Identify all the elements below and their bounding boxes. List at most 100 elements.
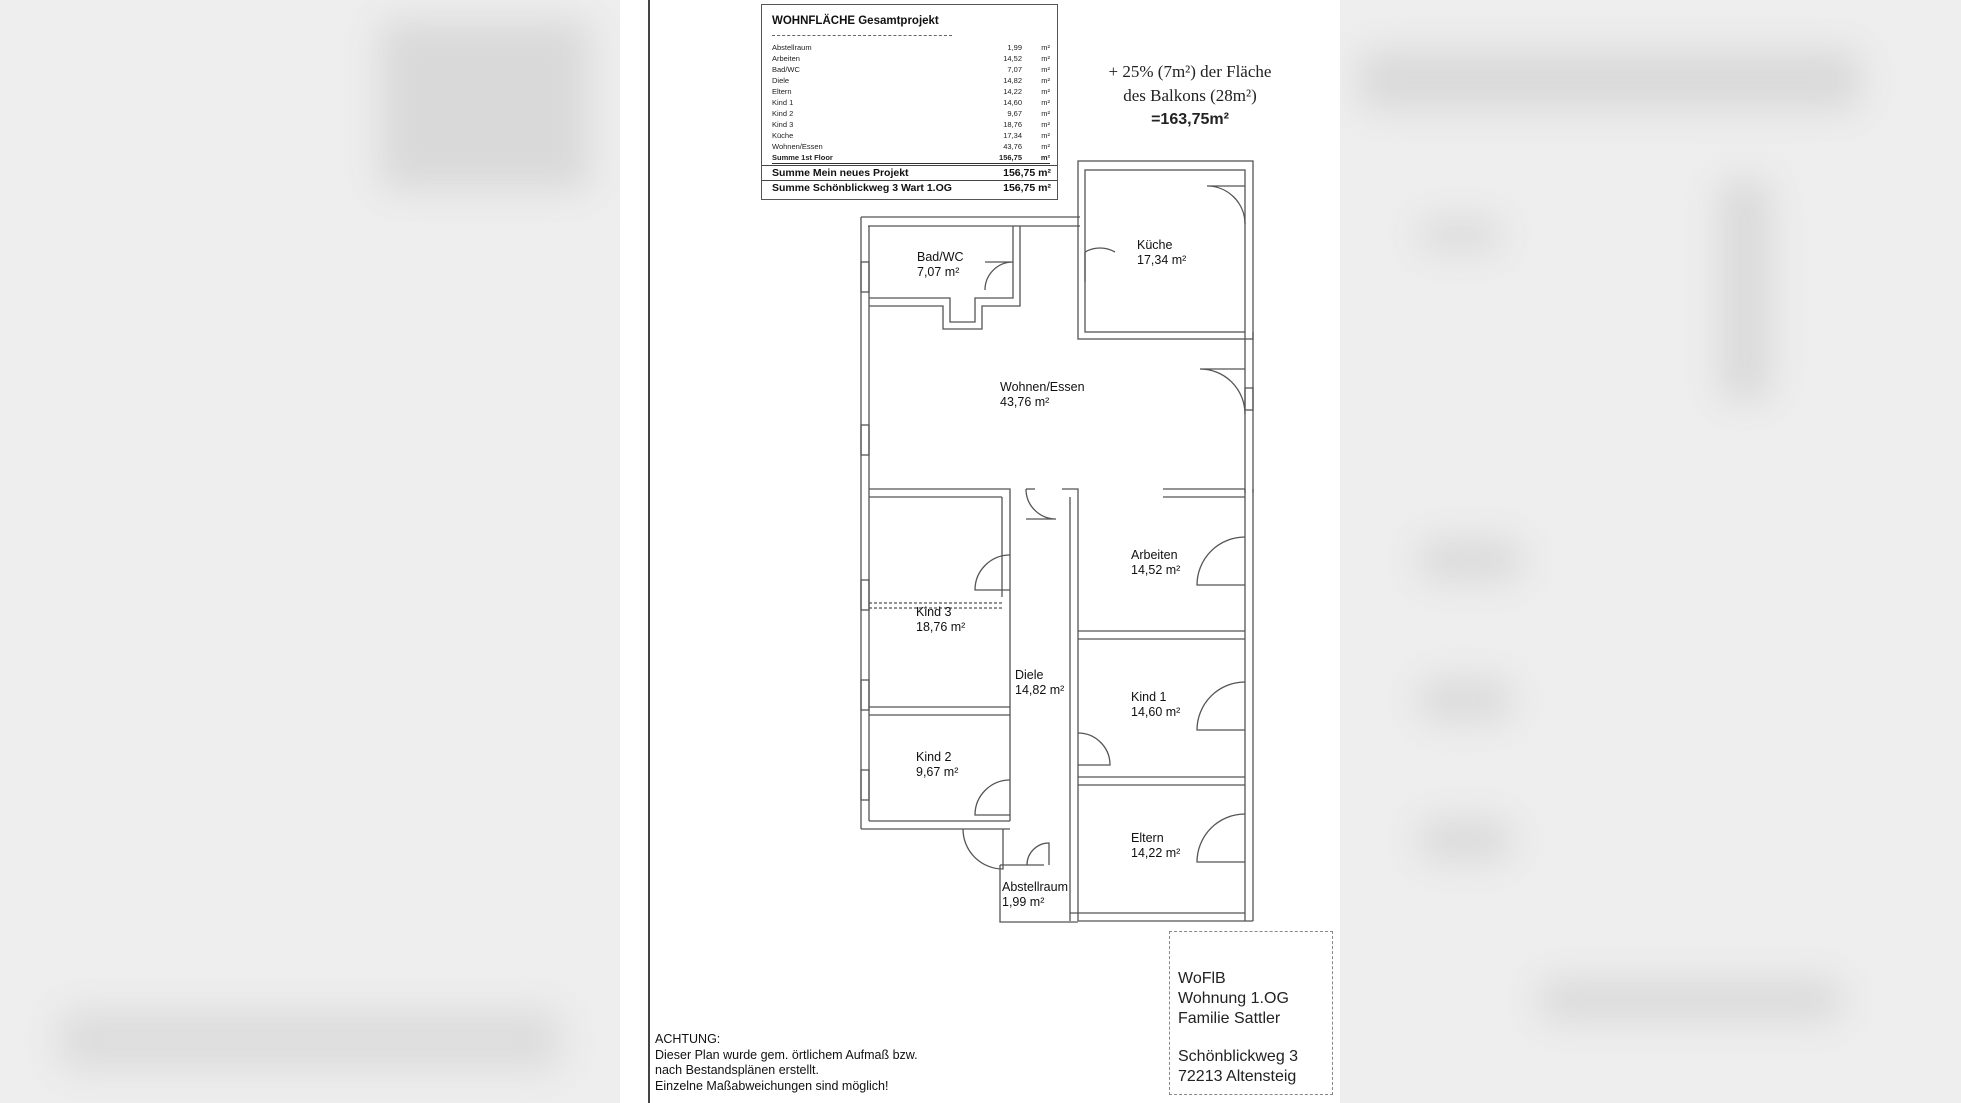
- table-row: Wohnen/Essen 43,76 m²: [772, 141, 1050, 152]
- balcony-note: + 25% (7m²) der Fläche des Balkons (28m²…: [1060, 60, 1320, 132]
- row-unit: m²: [1041, 76, 1050, 85]
- room-area: 18,76 m²: [916, 620, 966, 634]
- row-name: Summe 1st Floor: [772, 153, 833, 162]
- room-name: Kind 2: [916, 750, 952, 764]
- room-area: 14,22 m²: [1131, 846, 1181, 860]
- balcony-note-line1: + 25% (7m²) der Fläche: [1108, 62, 1272, 81]
- row-name: Bad/WC: [772, 65, 800, 74]
- door-diele-top: [1025, 488, 1057, 520]
- row-value: 14,60: [1003, 98, 1022, 107]
- room-name: Arbeiten: [1131, 548, 1178, 562]
- row-name: Kind 1: [772, 98, 794, 107]
- title-block: WoFlB Wohnung 1.OG Familie Sattler Schön…: [1169, 931, 1333, 1095]
- row-unit: m²: [1041, 87, 1050, 96]
- row-value: 7,07: [1007, 65, 1022, 74]
- row-unit: m²: [1041, 65, 1050, 74]
- disclaimer-notice: ACHTUNG: Dieser Plan wurde gem. örtliche…: [655, 1032, 918, 1094]
- sum-project-row: Summe Mein neues Projekt 156,75 m²: [762, 165, 1057, 181]
- row-unit: m²: [1041, 109, 1050, 118]
- sum-address-value: 156,75 m²: [1003, 182, 1051, 194]
- notice-line2: nach Bestandsplänen erstellt.: [655, 1063, 819, 1077]
- row-unit: m²: [1041, 54, 1050, 63]
- door-kitchen-left: [1084, 247, 1116, 282]
- balcony-note-line2: des Balkons (28m²): [1123, 86, 1257, 105]
- row-unit: m²: [1041, 43, 1050, 52]
- row-unit: m²: [1041, 120, 1050, 129]
- window-left-5: [860, 769, 870, 801]
- row-value: 14,22: [1003, 87, 1022, 96]
- sum-address-label: Summe Schönblickweg 3 Wart 1.OG: [772, 182, 952, 194]
- window-left-1: [860, 261, 870, 293]
- window-left-3: [860, 579, 870, 611]
- abstell-walls: [999, 865, 1078, 923]
- sum-project-value: 156,75 m²: [1003, 167, 1051, 179]
- room-area: 14,60 m²: [1131, 705, 1181, 719]
- room-area: 7,07 m²: [917, 265, 960, 279]
- window-right-1: [1244, 387, 1254, 411]
- room-name: Abstellraum: [1002, 880, 1068, 894]
- bath-walls: [869, 226, 1014, 323]
- blurred-background-left: [0, 0, 620, 1103]
- row-value: 156,75: [999, 153, 1022, 162]
- stamp-line5: 72213 Altensteig: [1178, 1068, 1297, 1085]
- room-area: 14,52 m²: [1131, 563, 1181, 577]
- room-area: 9,67 m²: [916, 765, 959, 779]
- door-kind3: [974, 554, 1011, 591]
- stamp-line1: WoFlB: [1178, 970, 1226, 987]
- door-living-right: [1199, 368, 1246, 415]
- area-table-rule: [772, 35, 952, 36]
- row-unit: m²: [1041, 131, 1050, 140]
- balcony-note-total: =163,75m²: [1151, 111, 1229, 128]
- row-value: 18,76: [1003, 120, 1022, 129]
- room-area: 1,99 m²: [1002, 895, 1045, 909]
- door-diele-right: [1077, 732, 1111, 766]
- room-area: 43,76 m²: [1000, 395, 1050, 409]
- sum-project-label: Summe Mein neues Projekt: [772, 167, 909, 179]
- door-bottom-left: [962, 828, 1004, 870]
- row-value: 43,76: [1003, 142, 1022, 151]
- door-bath: [984, 261, 1014, 291]
- room-name: Kind 3: [916, 605, 952, 619]
- blurred-background-right: [1340, 0, 1961, 1103]
- row-unit: m²: [1040, 153, 1050, 162]
- door-abstell: [1026, 842, 1050, 866]
- room-name: Eltern: [1131, 831, 1164, 845]
- room-name: Wohnen/Essen: [1000, 380, 1085, 394]
- row-unit: m²: [1041, 142, 1050, 151]
- door-kind1: [1196, 681, 1246, 731]
- row-name: Abstellraum: [772, 43, 812, 52]
- notice-line1: Dieser Plan wurde gem. örtlichem Aufmaß …: [655, 1047, 918, 1062]
- row-name: Küche: [772, 131, 794, 140]
- door-eltern: [1196, 813, 1246, 863]
- door-kind2: [974, 779, 1011, 816]
- row-value: 17,34: [1003, 131, 1022, 140]
- row-name: Kind 2: [772, 109, 794, 118]
- stamp-line2: Wohnung 1.OG: [1178, 990, 1289, 1007]
- area-table-title: WOHNFLÄCHE Gesamtprojekt: [772, 15, 939, 27]
- kitchen-walls: [1077, 160, 1254, 340]
- window-left-4: [860, 679, 870, 711]
- window-left-2: [860, 424, 870, 456]
- stamp-line3: Familie Sattler: [1178, 1010, 1281, 1027]
- room-name: Küche: [1137, 238, 1173, 252]
- row-value: 14,82: [1003, 76, 1022, 85]
- living-bottom-left: [869, 488, 1011, 597]
- room-name: Bad/WC: [917, 250, 964, 264]
- row-name: Wohnen/Essen: [772, 142, 823, 151]
